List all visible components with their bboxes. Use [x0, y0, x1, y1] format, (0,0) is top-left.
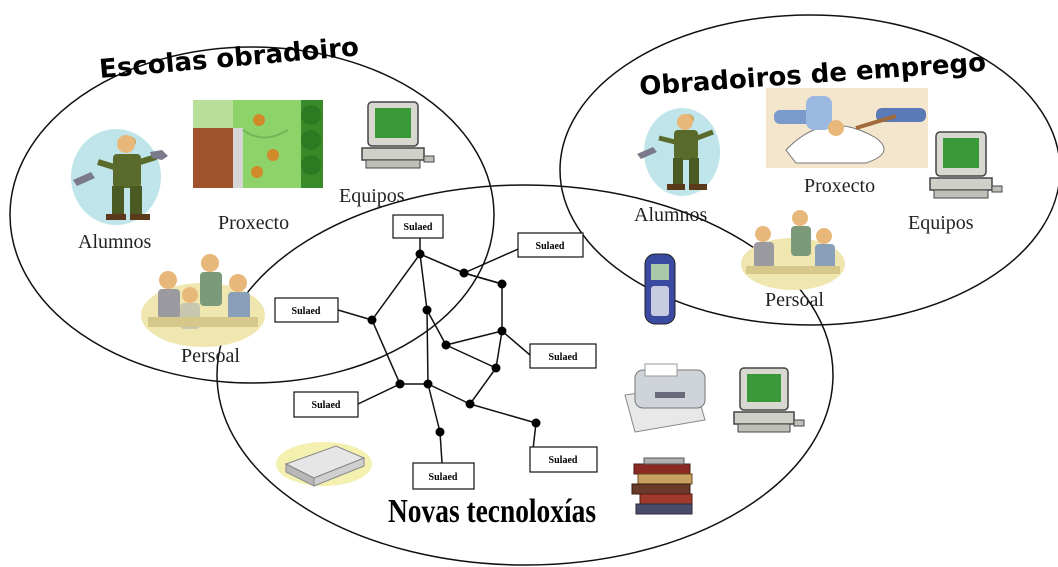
- meeting-people-icon: [141, 254, 265, 347]
- network-hub: [395, 379, 405, 389]
- network-hub: [531, 418, 541, 428]
- network-hub: [367, 315, 377, 325]
- ellipse-escolas: [9, 46, 495, 384]
- network-hub: [423, 379, 433, 389]
- right-alumnos-label: Alumnos: [634, 204, 708, 226]
- svg-text:Sulaed: Sulaed: [404, 222, 433, 233]
- ellipse-tecnoloxias: [216, 184, 834, 566]
- svg-text:Sulaed: Sulaed: [429, 472, 458, 483]
- computer-icon: [361, 101, 435, 169]
- svg-text:Sulaed: Sulaed: [549, 352, 578, 363]
- network-node-box: Sulaed: [392, 214, 444, 239]
- network-hubs: [367, 249, 541, 437]
- svg-text:Sulaed: Sulaed: [536, 241, 565, 252]
- escolas-title: Escolas obradoiro: [98, 32, 360, 85]
- svg-text:Sulaed: Sulaed: [549, 455, 578, 466]
- network-hub: [459, 268, 469, 278]
- network-hub: [497, 279, 507, 289]
- left-persoal-label: Persoal: [181, 345, 240, 367]
- network-node-box: Sulaed: [274, 297, 339, 323]
- network-node-box: Sulaed: [529, 343, 597, 369]
- worker-icon: [71, 129, 168, 225]
- ellipse-obradoiros: [559, 14, 1058, 326]
- tecnoloxias-title: Novas tecnoloxías: [388, 493, 596, 530]
- network-hub: [422, 305, 432, 315]
- computer-icon: [929, 131, 1003, 199]
- books-icon: [631, 457, 693, 515]
- network-node-box: Sulaed: [412, 462, 475, 490]
- cleaning-hands-icon: [766, 88, 928, 168]
- svg-text:Sulaed: Sulaed: [312, 400, 341, 411]
- hard-drive-icon: [276, 442, 372, 487]
- network-hub: [491, 363, 501, 373]
- network-node-box: Sulaed: [293, 391, 359, 418]
- right-persoal-label: Persoal: [765, 289, 824, 311]
- meeting-people-icon: [741, 210, 845, 290]
- right-proxecto-label: Proxecto: [804, 175, 875, 197]
- network-node-box: Sulaed: [529, 446, 598, 473]
- network-hub: [415, 249, 425, 259]
- network-lines: [337, 236, 537, 464]
- network-hub: [465, 399, 475, 409]
- network-hub: [441, 340, 451, 350]
- garden-plan-icon: [193, 100, 323, 188]
- left-proxecto-label: Proxecto: [218, 212, 289, 234]
- mobile-phone-icon: [644, 253, 676, 325]
- svg-text:Sulaed: Sulaed: [292, 306, 321, 317]
- left-equipos-label: Equipos: [339, 185, 405, 207]
- network-node-box: Sulaed: [517, 232, 584, 258]
- network-hub: [435, 427, 445, 437]
- computer-icon: [733, 367, 805, 433]
- right-equipos-label: Equipos: [908, 212, 974, 234]
- left-alumnos-label: Alumnos: [78, 231, 152, 253]
- network-hub: [497, 326, 507, 336]
- worker-icon: [637, 108, 720, 196]
- printer-icon: [624, 363, 706, 433]
